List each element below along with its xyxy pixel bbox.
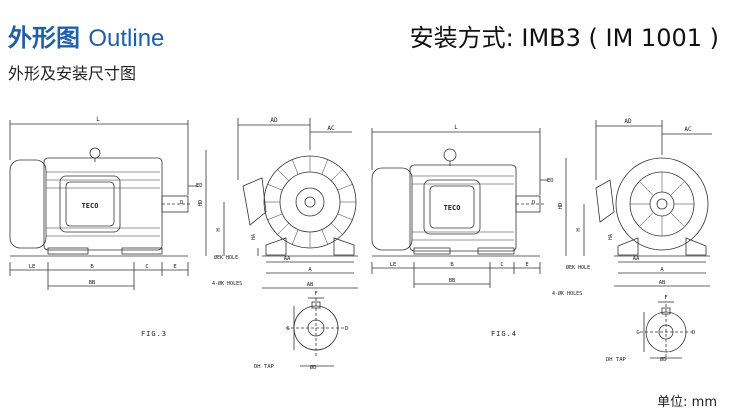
fig3-dim-B: B [90, 264, 94, 270]
fig4-end-view: AD AC HD H HA ØEK HOLE AA A AB 4-ØK HOLE… [552, 118, 712, 297]
fig3-dim-D: D [180, 200, 183, 206]
fig3-dim-H: H [216, 228, 222, 231]
fig3-dim-ED: ED [196, 183, 203, 189]
fig4-dim-A: A [660, 267, 664, 273]
fig3-dim-HA: HA [251, 234, 257, 240]
fig4-dim-LE: LE [390, 262, 397, 268]
fig4-dim-D: D [532, 200, 535, 206]
fig3-phi-d: ØD [310, 364, 317, 371]
title-en: Outline [88, 25, 165, 52]
fig4-dim-E: E [525, 262, 528, 268]
fig4-dim-AD: AD [624, 118, 632, 125]
fig3-side-view: L TECO ED D LE B [9, 116, 203, 290]
fig3-dim-G: G [286, 326, 289, 332]
fig3-dim-BB: BB [89, 280, 96, 286]
fig4-dim-ED: ED [547, 178, 554, 184]
fig4-k-holes: 4-ØK HOLES [552, 290, 582, 297]
fig3-dim-AA: AA [284, 256, 291, 262]
fig4-dim-L: L [454, 124, 458, 131]
fig3-dim-F: F [314, 291, 317, 297]
fig4-dim-C: C [500, 262, 503, 268]
fig4-label: FIG.4 [491, 330, 517, 338]
fig3-k-holes: 4-ØK HOLES [212, 280, 242, 287]
fig3-shaft-detail: F G D DH TAP ØD [254, 291, 348, 371]
fig4-dim-HA: HA [608, 234, 614, 240]
fig3-dh-tap: DH TAP [254, 364, 275, 370]
fig3-end-view: AD AC HD H HA ØEK HOLE AA [198, 117, 358, 289]
fig4-dim-H: H [576, 228, 582, 231]
fig4-dim-F: F [664, 295, 667, 301]
fig3-dim-L: L [96, 116, 100, 123]
unit-label: 单位: mm [657, 395, 717, 410]
fig4-dim-BB: BB [449, 278, 456, 284]
fig3-brand: TECO [82, 202, 99, 210]
fig4-dim-G: G [636, 330, 639, 336]
fig3-dim-E: E [173, 264, 176, 270]
fig3-dim-D2: D [345, 326, 348, 332]
fig3-dim-A: A [308, 267, 312, 273]
fig3-dim-LE: LE [29, 264, 36, 270]
fig4-dim-AC: AC [684, 126, 692, 133]
fig3-label: FIG.3 [141, 330, 167, 338]
fig4-brand: TECO [444, 204, 461, 212]
fig4-dim-HD: HD [558, 203, 564, 210]
fig3-dim-AD: AD [270, 117, 278, 124]
fig4-dh-tap: DH TAP [606, 357, 627, 363]
fig4-dim-B: B [450, 262, 454, 268]
fig3-dim-HD: HD [198, 200, 204, 207]
fig4-phi-d: ØD [660, 356, 667, 363]
fig4-dim-D2: D [692, 330, 695, 336]
mounting-type: 安装方式: IMB3 ( IM 1001 ) [409, 24, 719, 52]
fig4-ek-hole: ØEK HOLE [566, 264, 590, 271]
fig4-side-view: L TECO ED D LE B C E BB [371, 124, 554, 288]
fig3-dim-AB: AB [307, 282, 314, 288]
fig4-dim-AA: AA [633, 256, 640, 262]
fig3-dim-C: C [145, 264, 148, 270]
page-title: 外形图 Outline [8, 18, 164, 53]
title-cn: 外形图 [8, 24, 80, 52]
page-subtitle: 外形及安装尺寸图 [8, 64, 137, 83]
fig4-dim-AB: AB [659, 280, 666, 286]
fig4-shaft-detail: F G D DH TAP ØD [606, 295, 695, 363]
fig3-dim-AC: AC [327, 125, 335, 132]
fig3-ek-hole: ØEK HOLE [214, 254, 238, 261]
